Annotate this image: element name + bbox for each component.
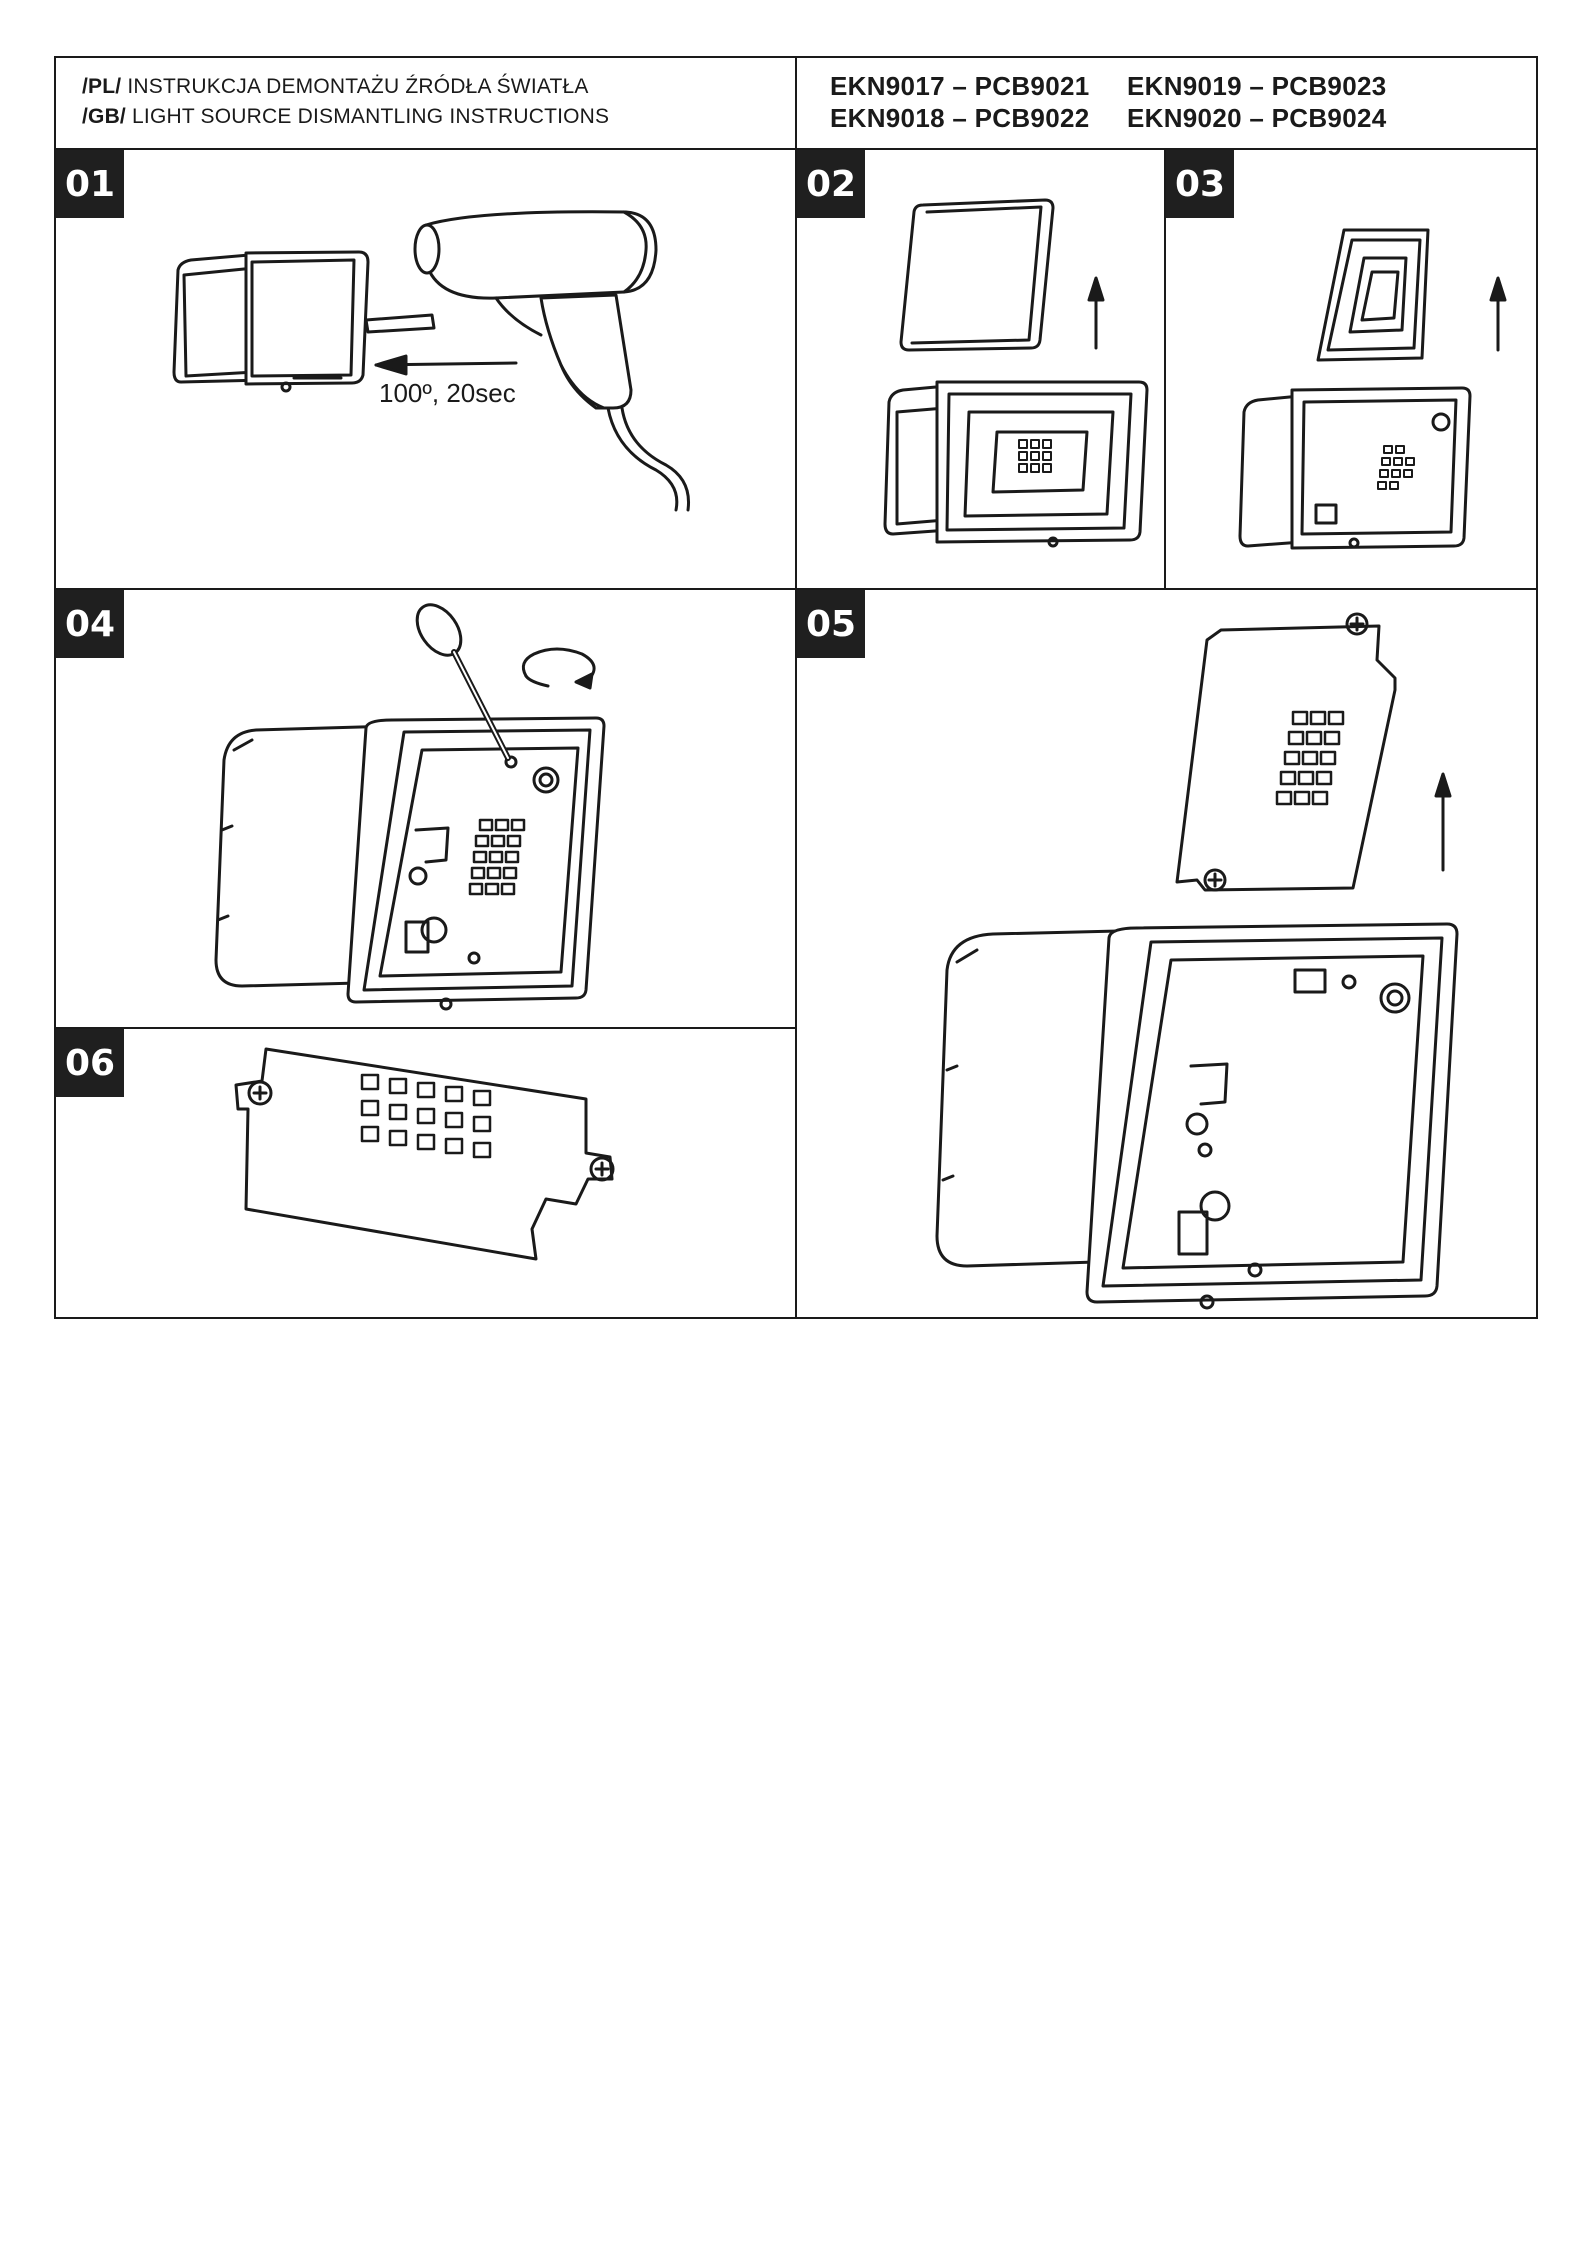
step-02-illustration (797, 150, 1164, 588)
heat-annotation: 100º, 20sec (379, 378, 516, 409)
lamp-housing-icon (1240, 388, 1470, 548)
lamp-housing-icon (937, 924, 1457, 1308)
led-board-icon (1177, 614, 1395, 890)
lamp-housing-icon (216, 718, 604, 1009)
left-arrow-icon (376, 356, 516, 374)
step-05-panel: 05 (797, 590, 1536, 1317)
up-arrow-icon (1491, 278, 1505, 350)
step-06-illustration (56, 1029, 795, 1317)
gb-title: LIGHT SOURCE DISMANTLING INSTRUCTIONS (132, 105, 609, 128)
step-02-panel: 02 (797, 150, 1164, 588)
lamp-housing-icon (174, 252, 368, 391)
step-03-illustration (1166, 150, 1536, 588)
pl-title: INSTRUKCJA DEMONTAŻU ŹRÓDŁA ŚWIATŁA (127, 75, 588, 98)
reflector-frame-icon (1318, 230, 1428, 360)
lamp-housing-icon (885, 382, 1147, 546)
header-gb-line: /GB/ LIGHT SOURCE DISMANTLING INSTRUCTIO… (82, 105, 609, 129)
step-01-panel: 01 (56, 150, 795, 588)
led-board-icon (236, 1049, 613, 1259)
header-pl-line: /PL/ INSTRUKCJA DEMONTAŻU ŹRÓDŁA ŚWIATŁA (82, 75, 589, 99)
step-01-illustration (56, 150, 795, 588)
pl-code: /PL/ (82, 75, 121, 98)
lens-cover-icon (901, 200, 1053, 350)
step-04-panel: 04 (56, 590, 795, 1027)
step-05-illustration (797, 590, 1536, 1317)
step-03-panel: 03 (1166, 150, 1536, 588)
heat-gun-icon (366, 212, 689, 510)
up-arrow-icon (1089, 278, 1103, 348)
model-code: EKN9019 – PCB9023 (1127, 71, 1386, 102)
gb-code: /GB/ (82, 105, 126, 128)
model-code: EKN9017 – PCB9021 (830, 71, 1089, 102)
up-arrow-icon (1436, 774, 1450, 870)
instruction-sheet: /PL/ INSTRUKCJA DEMONTAŻU ŹRÓDŁA ŚWIATŁA… (54, 56, 1538, 1319)
model-code: EKN9020 – PCB9024 (1127, 103, 1386, 134)
step-06-panel: 06 (56, 1029, 795, 1317)
rotate-arrow-icon (523, 649, 594, 688)
model-code: EKN9018 – PCB9022 (830, 103, 1089, 134)
step-04-illustration (56, 590, 795, 1027)
